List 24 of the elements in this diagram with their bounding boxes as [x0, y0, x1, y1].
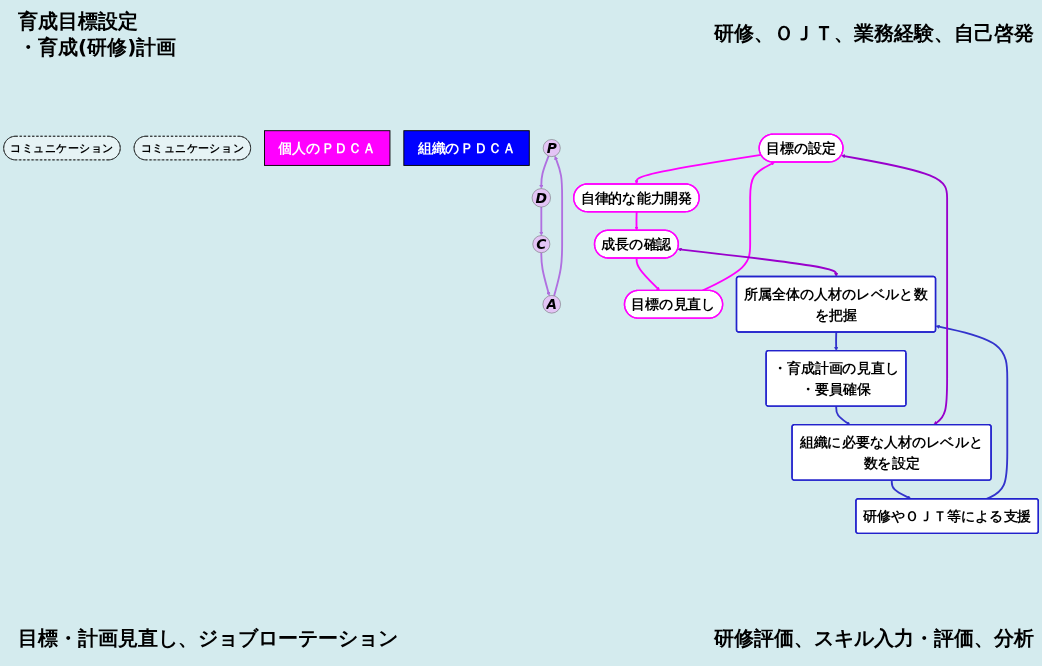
arrow	[539, 206, 544, 236]
node-circle: P	[542, 139, 561, 157]
corner-note: 研修評価、スキル入力・評価、分析	[714, 625, 1034, 652]
node-circle: A	[542, 295, 561, 314]
arrow	[553, 155, 564, 297]
corner-note: ・育成(研修)計画	[18, 34, 177, 61]
arrow	[835, 405, 851, 425]
node-box: 個人のＰＤＣＡ	[264, 130, 391, 166]
corner-note: 育成目標設定	[18, 8, 138, 35]
arrow	[634, 153, 762, 185]
arrow	[840, 154, 949, 425]
arrow	[935, 324, 1009, 500]
node-box: 組織のＰＤＣＡ	[403, 130, 530, 166]
arrow	[890, 479, 912, 500]
corner-note: 目標・計画見直し、ジョブローテーション	[18, 625, 398, 652]
arrow	[701, 161, 775, 292]
arrow	[677, 247, 839, 277]
arrow	[540, 251, 551, 296]
arrow	[834, 331, 839, 351]
arrow	[635, 257, 661, 291]
node-circle: D	[531, 188, 551, 208]
corner-note: 研修、ＯＪＴ、業務経験、自己啓発	[714, 20, 1034, 47]
arrow	[539, 155, 550, 189]
node-circle: C	[532, 235, 551, 253]
